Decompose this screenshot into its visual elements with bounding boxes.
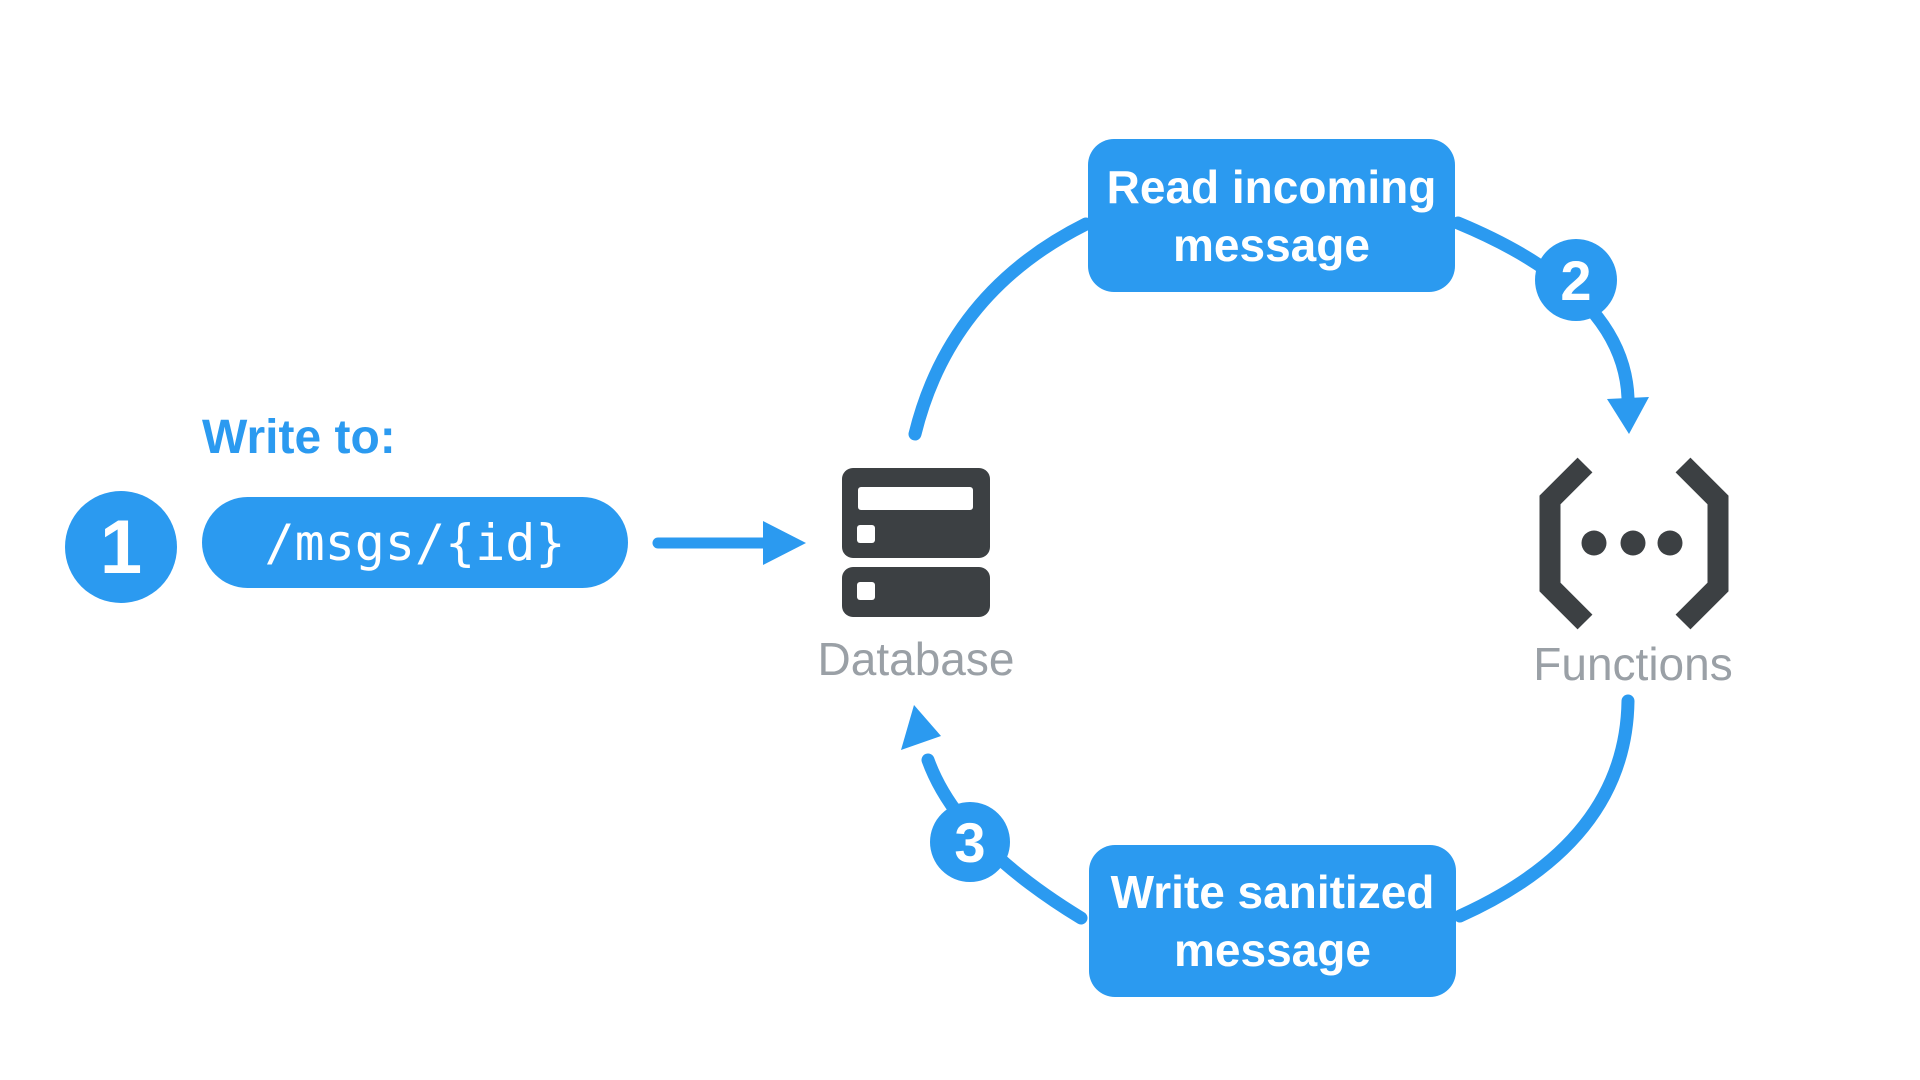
step-badge-3-number: 3 xyxy=(954,810,986,874)
step-badge-3: 3 xyxy=(930,802,1010,882)
server-stack-icon xyxy=(842,468,990,617)
step-badge-2-number: 2 xyxy=(1560,248,1592,312)
flow-arcs xyxy=(908,216,1635,925)
step-badge-1: 1 xyxy=(65,491,177,603)
database-path-text: /msgs/{id} xyxy=(264,513,566,572)
functions-label: Functions xyxy=(1533,638,1733,690)
read-box-line2: message xyxy=(1173,218,1370,271)
code-brackets-ellipsis-icon xyxy=(1539,457,1729,630)
write-box-line2: message xyxy=(1174,924,1371,976)
read-incoming-message-box: Read incoming message xyxy=(1088,139,1455,292)
database-label: Database xyxy=(817,633,1015,685)
step-badge-1-number: 1 xyxy=(99,504,143,590)
write-sanitized-message-box: Write sanitized message xyxy=(1089,845,1456,997)
arc-database-to-read xyxy=(908,217,1093,441)
arrowhead-into-functions xyxy=(1607,397,1649,434)
step-badge-2: 2 xyxy=(1535,239,1617,321)
write-to-heading: Write to: xyxy=(202,411,396,464)
write-arrow xyxy=(652,521,806,565)
arrowhead-into-database xyxy=(901,705,941,750)
write-box-line1: Write sanitized xyxy=(1110,866,1435,918)
database-path-pill: /msgs/{id} xyxy=(202,497,628,588)
write-arrowhead xyxy=(763,521,806,565)
arc-functions-to-write xyxy=(1453,694,1635,923)
read-box-line1: Read incoming xyxy=(1106,160,1437,213)
